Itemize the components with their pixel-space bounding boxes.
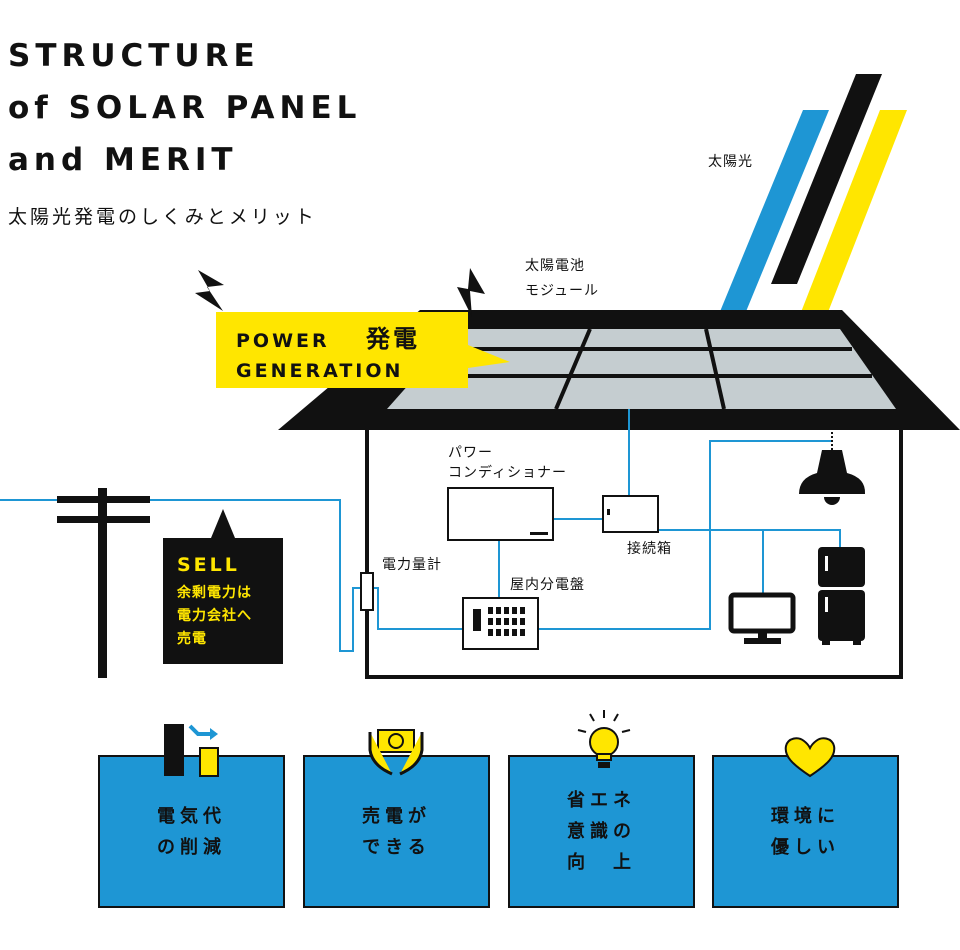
power-kanji: 発電 [365, 325, 420, 353]
utility-pole [57, 488, 150, 678]
page-title: STRUCTURE of SOLAR PANEL and MERIT [8, 30, 361, 186]
bill-reduction-icon [164, 724, 219, 777]
house-wall [365, 426, 903, 679]
merit-card-energy-saving: 省エネ 意識の 向 上 [508, 755, 695, 908]
sun-ray-blue [712, 110, 829, 331]
sell-title: SELL [177, 554, 240, 576]
merit-3-line-3: 向 上 [567, 852, 636, 873]
title-line-3: and MERIT [8, 142, 238, 178]
merit-3-line-1: 省エネ [567, 790, 636, 811]
merit-3-line-2: 意識の [567, 821, 636, 842]
sun-ray-yellow [787, 110, 907, 348]
merit-1-line-1: 電気代 [157, 805, 226, 827]
tv-icon [728, 592, 796, 644]
module-label-2: モジュール [525, 283, 599, 299]
generation-word: GENERATION [236, 360, 403, 382]
solar-panel-module [387, 328, 896, 410]
title-line-2: of SOLAR PANEL [8, 90, 362, 126]
sunlight-label: 太陽光 [708, 154, 753, 170]
money-hands-icon [368, 729, 424, 776]
lightning-icon-right [457, 268, 485, 317]
sun-ray-black [771, 74, 882, 284]
merit-card-sell-power: 売電が できる [303, 755, 490, 908]
lightning-icon-left [195, 270, 224, 311]
conditioner-label-2: コンディショナー [448, 464, 567, 481]
meter-label: 電力量計 [382, 557, 442, 573]
junction-box-label: 接続箱 [627, 540, 672, 557]
electricity-meter [360, 572, 374, 611]
merit-4-line-1: 環境に [771, 805, 840, 827]
merit-2-line-1: 売電が [362, 805, 431, 827]
heart-icon [784, 737, 836, 778]
wiring [0, 409, 841, 652]
power-generation-label: POWER 発電 GENERATION [216, 312, 510, 388]
sell-line-3: 売電 [177, 630, 207, 647]
junction-box [602, 495, 659, 533]
merit-2-line-2: できる [362, 836, 431, 858]
refrigerator-icon [818, 547, 865, 645]
module-label-1: 太陽電池 [525, 258, 585, 274]
page-subtitle: 太陽光発電のしくみとメリット [8, 206, 317, 228]
merit-card-electric-bill: 電気代 の削減 [98, 755, 285, 908]
power-conditioner [447, 487, 554, 541]
sell-line-2: 電力会社へ [177, 607, 252, 624]
distribution-board-label: 屋内分電盤 [510, 577, 585, 593]
power-word: POWER [236, 330, 330, 352]
sell-callout: SELL 余剰電力は 電力会社へ 売電 [163, 509, 283, 664]
lightbulb-icon [577, 710, 631, 768]
merit-card-eco-friendly: 環境に 優しい [712, 755, 899, 908]
merit-1-line-2: の削減 [157, 836, 226, 858]
title-line-1: STRUCTURE [8, 38, 260, 74]
lamp-icon [799, 432, 866, 505]
merit-4-line-2: 優しい [771, 836, 840, 858]
sell-line-1: 余剰電力は [176, 584, 252, 601]
conditioner-label-1: パワー [448, 445, 493, 461]
distribution-board [462, 597, 539, 650]
